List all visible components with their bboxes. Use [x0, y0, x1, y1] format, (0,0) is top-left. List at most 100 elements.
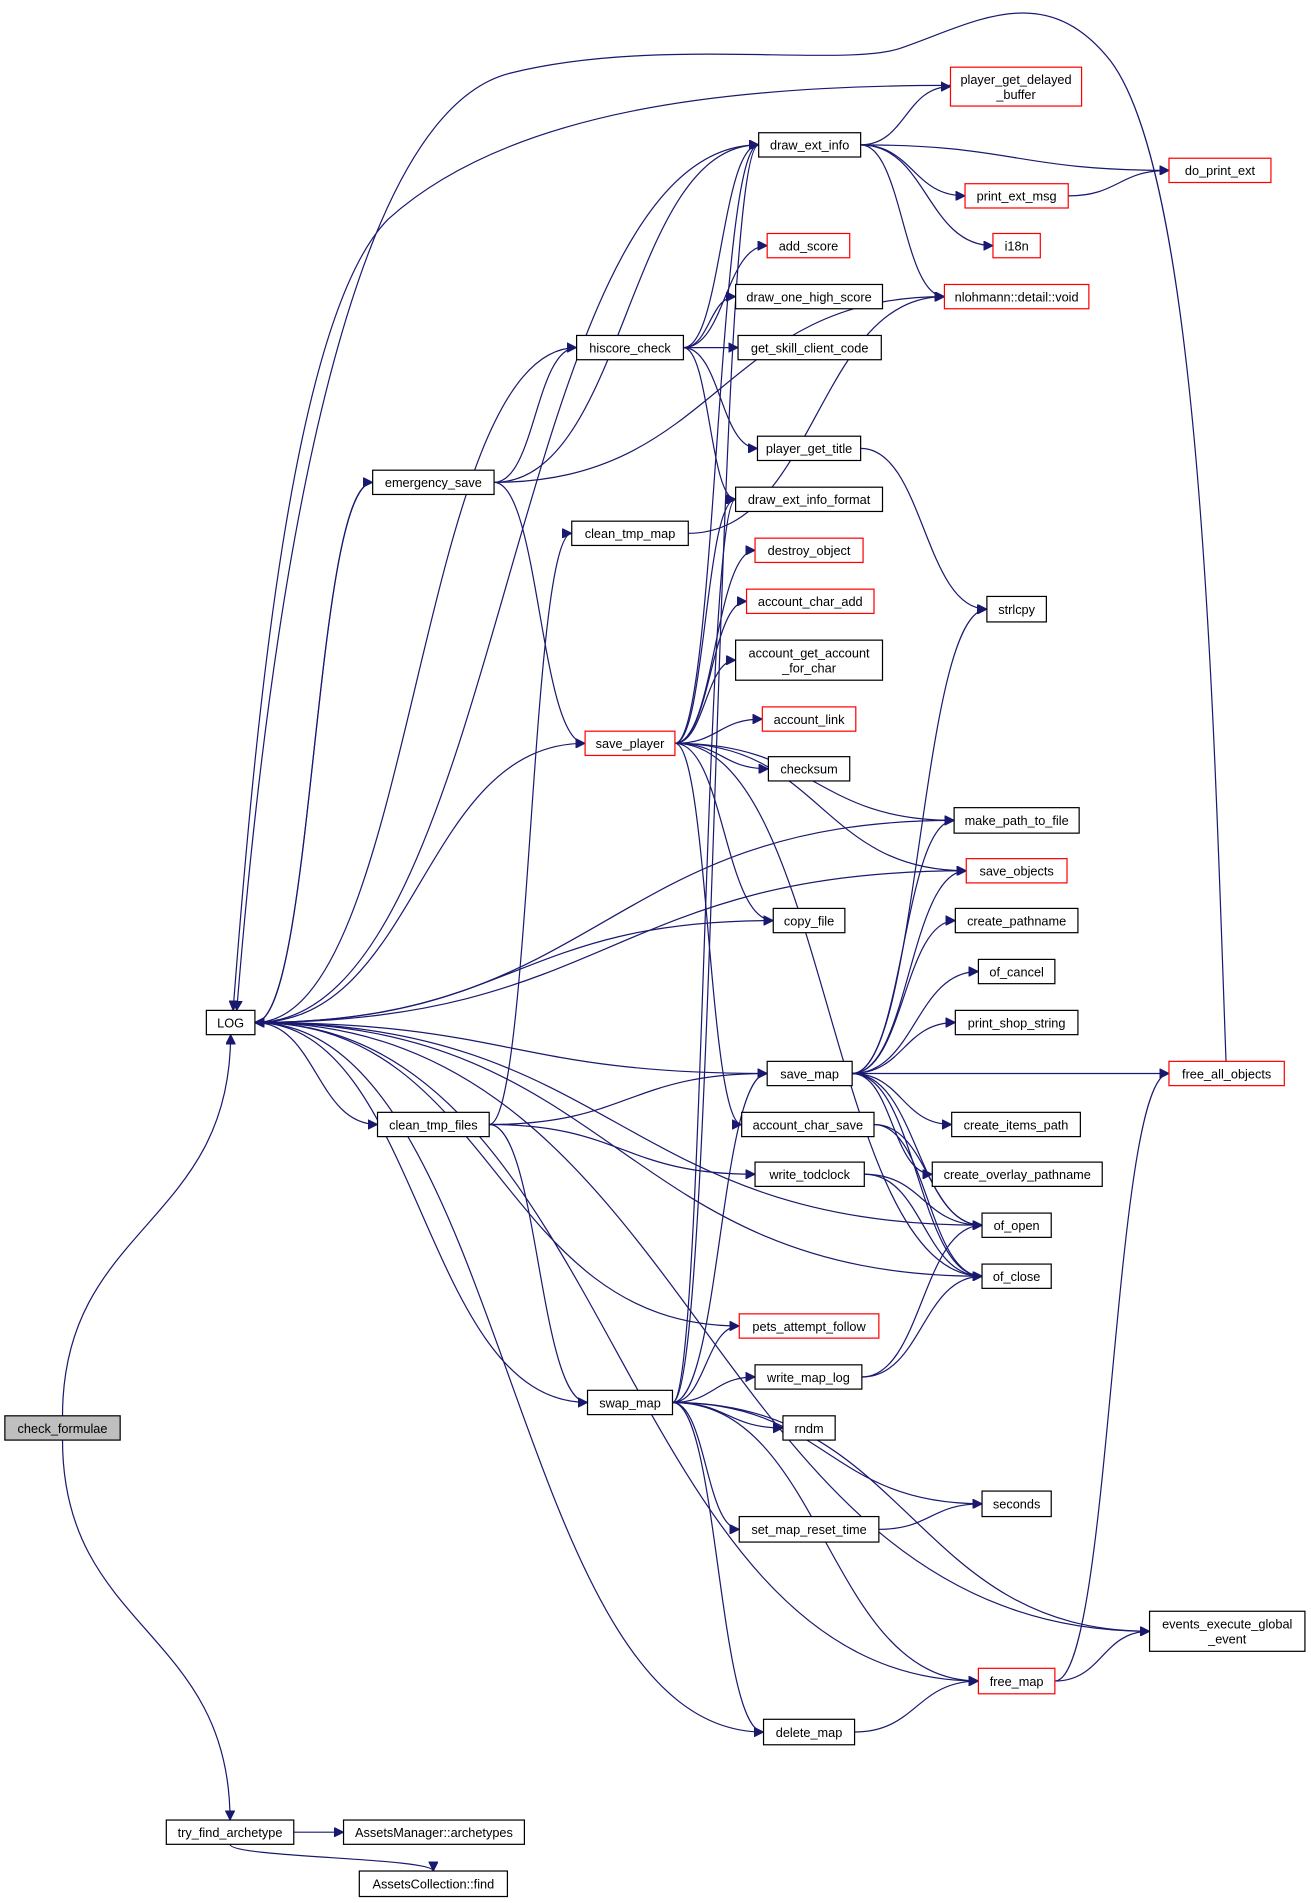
edge-save-player-to-save-objects — [674, 742, 966, 870]
node-events-execute-global-event[interactable]: events_execute_global_event — [1148, 1610, 1306, 1652]
node-label: delete_map — [776, 1725, 843, 1740]
edge-delete-map-to-log — [255, 1023, 764, 1733]
node-box — [1148, 1610, 1306, 1652]
edge-save-map-to-create-items-path — [852, 1072, 952, 1124]
node-swap-map[interactable]: swap_map — [586, 1389, 674, 1416]
node-print-shop-string[interactable]: print_shop_string — [954, 1009, 1079, 1036]
node-draw-one-high-score[interactable]: draw_one_high_score — [735, 283, 884, 310]
edge-save-player-to-copy-file — [674, 742, 773, 920]
node-try-find-archetype[interactable]: try_find_archetype — [165, 1819, 295, 1845]
edge-swap-map-to-log — [255, 1023, 588, 1404]
node-label: emergency_save — [385, 475, 482, 490]
node-label: print_ext_msg — [977, 189, 1057, 204]
node-delete-map[interactable]: delete_map — [762, 1718, 856, 1746]
node-box — [981, 1263, 1052, 1289]
edge-check-formulae-to-try-find-archetype — [61, 1440, 231, 1820]
node-seconds[interactable]: seconds — [981, 1490, 1052, 1518]
node-box — [758, 132, 862, 158]
node-write-map-log[interactable]: write_map_log — [754, 1364, 863, 1390]
edge-account-char-save-to-of-close — [873, 1123, 982, 1276]
node-assetsmanager-archetypes[interactable]: AssetsManager::archetypes — [342, 1819, 526, 1845]
node-destroy-object[interactable]: destroy_object — [754, 537, 864, 564]
node-strlcpy[interactable]: strlcpy — [986, 595, 1047, 623]
node-clean-tmp-files[interactable]: clean_tmp_files — [376, 1111, 490, 1138]
node-free-all-objects[interactable]: free_all_objects — [1168, 1060, 1285, 1087]
edge-swap-map-to-draw-ext-info — [672, 145, 760, 1404]
edge-draw-ext-info-to-player-get-delayed-buffer — [860, 87, 951, 146]
node-box — [992, 232, 1041, 259]
node-draw-ext-info[interactable]: draw_ext_info — [758, 132, 862, 158]
node-label: _buffer — [995, 87, 1036, 102]
node-i18n[interactable]: i18n — [992, 232, 1041, 259]
node-check-formulae[interactable]: check_formulae — [4, 1415, 121, 1441]
node-free-map[interactable]: free_map — [977, 1667, 1056, 1695]
edge-save-player-to-draw-ext-info — [674, 145, 759, 744]
node-label: AssetsCollection::find — [372, 1877, 494, 1892]
node-box — [205, 1009, 256, 1036]
node-nlohmann-detail-void[interactable]: nlohmann::detail::void — [943, 283, 1090, 310]
node-make-path-to-file[interactable]: make_path_to_file — [953, 807, 1080, 834]
node-label: account_get_account — [749, 645, 871, 660]
node-label: AssetsManager::archetypes — [355, 1825, 513, 1840]
node-account-char-add[interactable]: account_char_add — [745, 588, 875, 615]
edge-draw-ext-info-to-i18n — [860, 144, 993, 246]
edge-clean-tmp-files-to-swap-map — [489, 1123, 587, 1402]
edge-free-map-to-events-execute-global-event — [1054, 1631, 1150, 1682]
edge-swap-map-to-save-map — [672, 1073, 768, 1404]
node-label: _for_char — [781, 661, 837, 676]
edge-player-get-delayed-buffer-to-log — [233, 84, 951, 1010]
node-label: save_objects — [979, 864, 1053, 879]
node-log[interactable]: LOG — [205, 1009, 256, 1036]
node-box — [953, 807, 1080, 834]
node-of-cancel[interactable]: of_cancel — [977, 958, 1056, 985]
edge-hiscore-check-to-draw-ext-info-format — [683, 346, 736, 500]
node-copy-file[interactable]: copy_file — [772, 907, 846, 934]
edge-save-map-to-log — [255, 1023, 768, 1075]
edge-save-map-to-of-cancel — [852, 972, 978, 1075]
node-label: account_link — [774, 712, 845, 727]
node-box — [571, 520, 689, 547]
node-hiscore-check[interactable]: hiscore_check — [575, 334, 685, 361]
node-account-get-account-for-char[interactable]: account_get_account_for_char — [735, 639, 884, 681]
node-box — [738, 1515, 880, 1543]
node-player-get-title[interactable]: player_get_title — [756, 435, 862, 462]
node-of-open[interactable]: of_open — [981, 1212, 1052, 1238]
node-box — [372, 469, 495, 496]
node-rndm[interactable]: rndm — [782, 1415, 836, 1441]
node-box — [943, 283, 1090, 310]
node-account-char-save[interactable]: account_char_save — [741, 1111, 875, 1138]
node-print-ext-msg[interactable]: print_ext_msg — [964, 183, 1069, 209]
node-label: events_execute_global — [1162, 1617, 1292, 1632]
edge-emergency-save-to-hiscore-check — [494, 348, 577, 483]
edge-swap-map-to-write-map-log — [672, 1377, 755, 1404]
node-account-link[interactable]: account_link — [761, 706, 857, 732]
node-save-map[interactable]: save_map — [766, 1060, 853, 1087]
node-get-skill-client-code[interactable]: get_skill_client_code — [737, 334, 882, 361]
node-save-player[interactable]: save_player — [584, 730, 676, 757]
node-save-objects[interactable]: save_objects — [965, 858, 1068, 884]
node-label: clean_tmp_map — [585, 526, 676, 541]
node-label: draw_ext_info_format — [748, 492, 871, 507]
node-add-score[interactable]: add_score — [766, 232, 851, 259]
node-create-overlay-pathname[interactable]: create_overlay_pathname — [931, 1161, 1103, 1187]
node-checksum[interactable]: checksum — [767, 756, 851, 782]
edge-free-map-to-free-all-objects — [1054, 1073, 1170, 1682]
node-player-get-delayed-buffer[interactable]: player_get_delayed_buffer — [949, 66, 1083, 107]
node-set-map-reset-time[interactable]: set_map_reset_time — [738, 1515, 880, 1543]
node-clean-tmp-map[interactable]: clean_tmp_map — [571, 520, 689, 547]
edge-swap-map-to-pets-attempt-follow — [672, 1326, 740, 1404]
node-pets-attempt-follow[interactable]: pets_attempt_follow — [738, 1313, 880, 1339]
node-label: swap_map — [599, 1395, 661, 1410]
node-emergency-save[interactable]: emergency_save — [372, 469, 495, 496]
node-create-items-path[interactable]: create_items_path — [951, 1111, 1081, 1138]
node-box — [766, 232, 851, 259]
node-do-print-ext[interactable]: do_print_ext — [1168, 157, 1272, 184]
node-box — [575, 334, 685, 361]
node-create-pathname[interactable]: create_pathname — [954, 907, 1079, 934]
edge-check-formulae-to-log — [61, 1035, 231, 1416]
node-of-close[interactable]: of_close — [981, 1263, 1052, 1289]
node-draw-ext-info-format[interactable]: draw_ext_info_format — [735, 486, 884, 513]
node-write-todclock[interactable]: write_todclock — [754, 1161, 865, 1187]
node-box — [981, 1490, 1052, 1518]
node-assetscollection-find[interactable]: AssetsCollection::find — [358, 1870, 509, 1898]
